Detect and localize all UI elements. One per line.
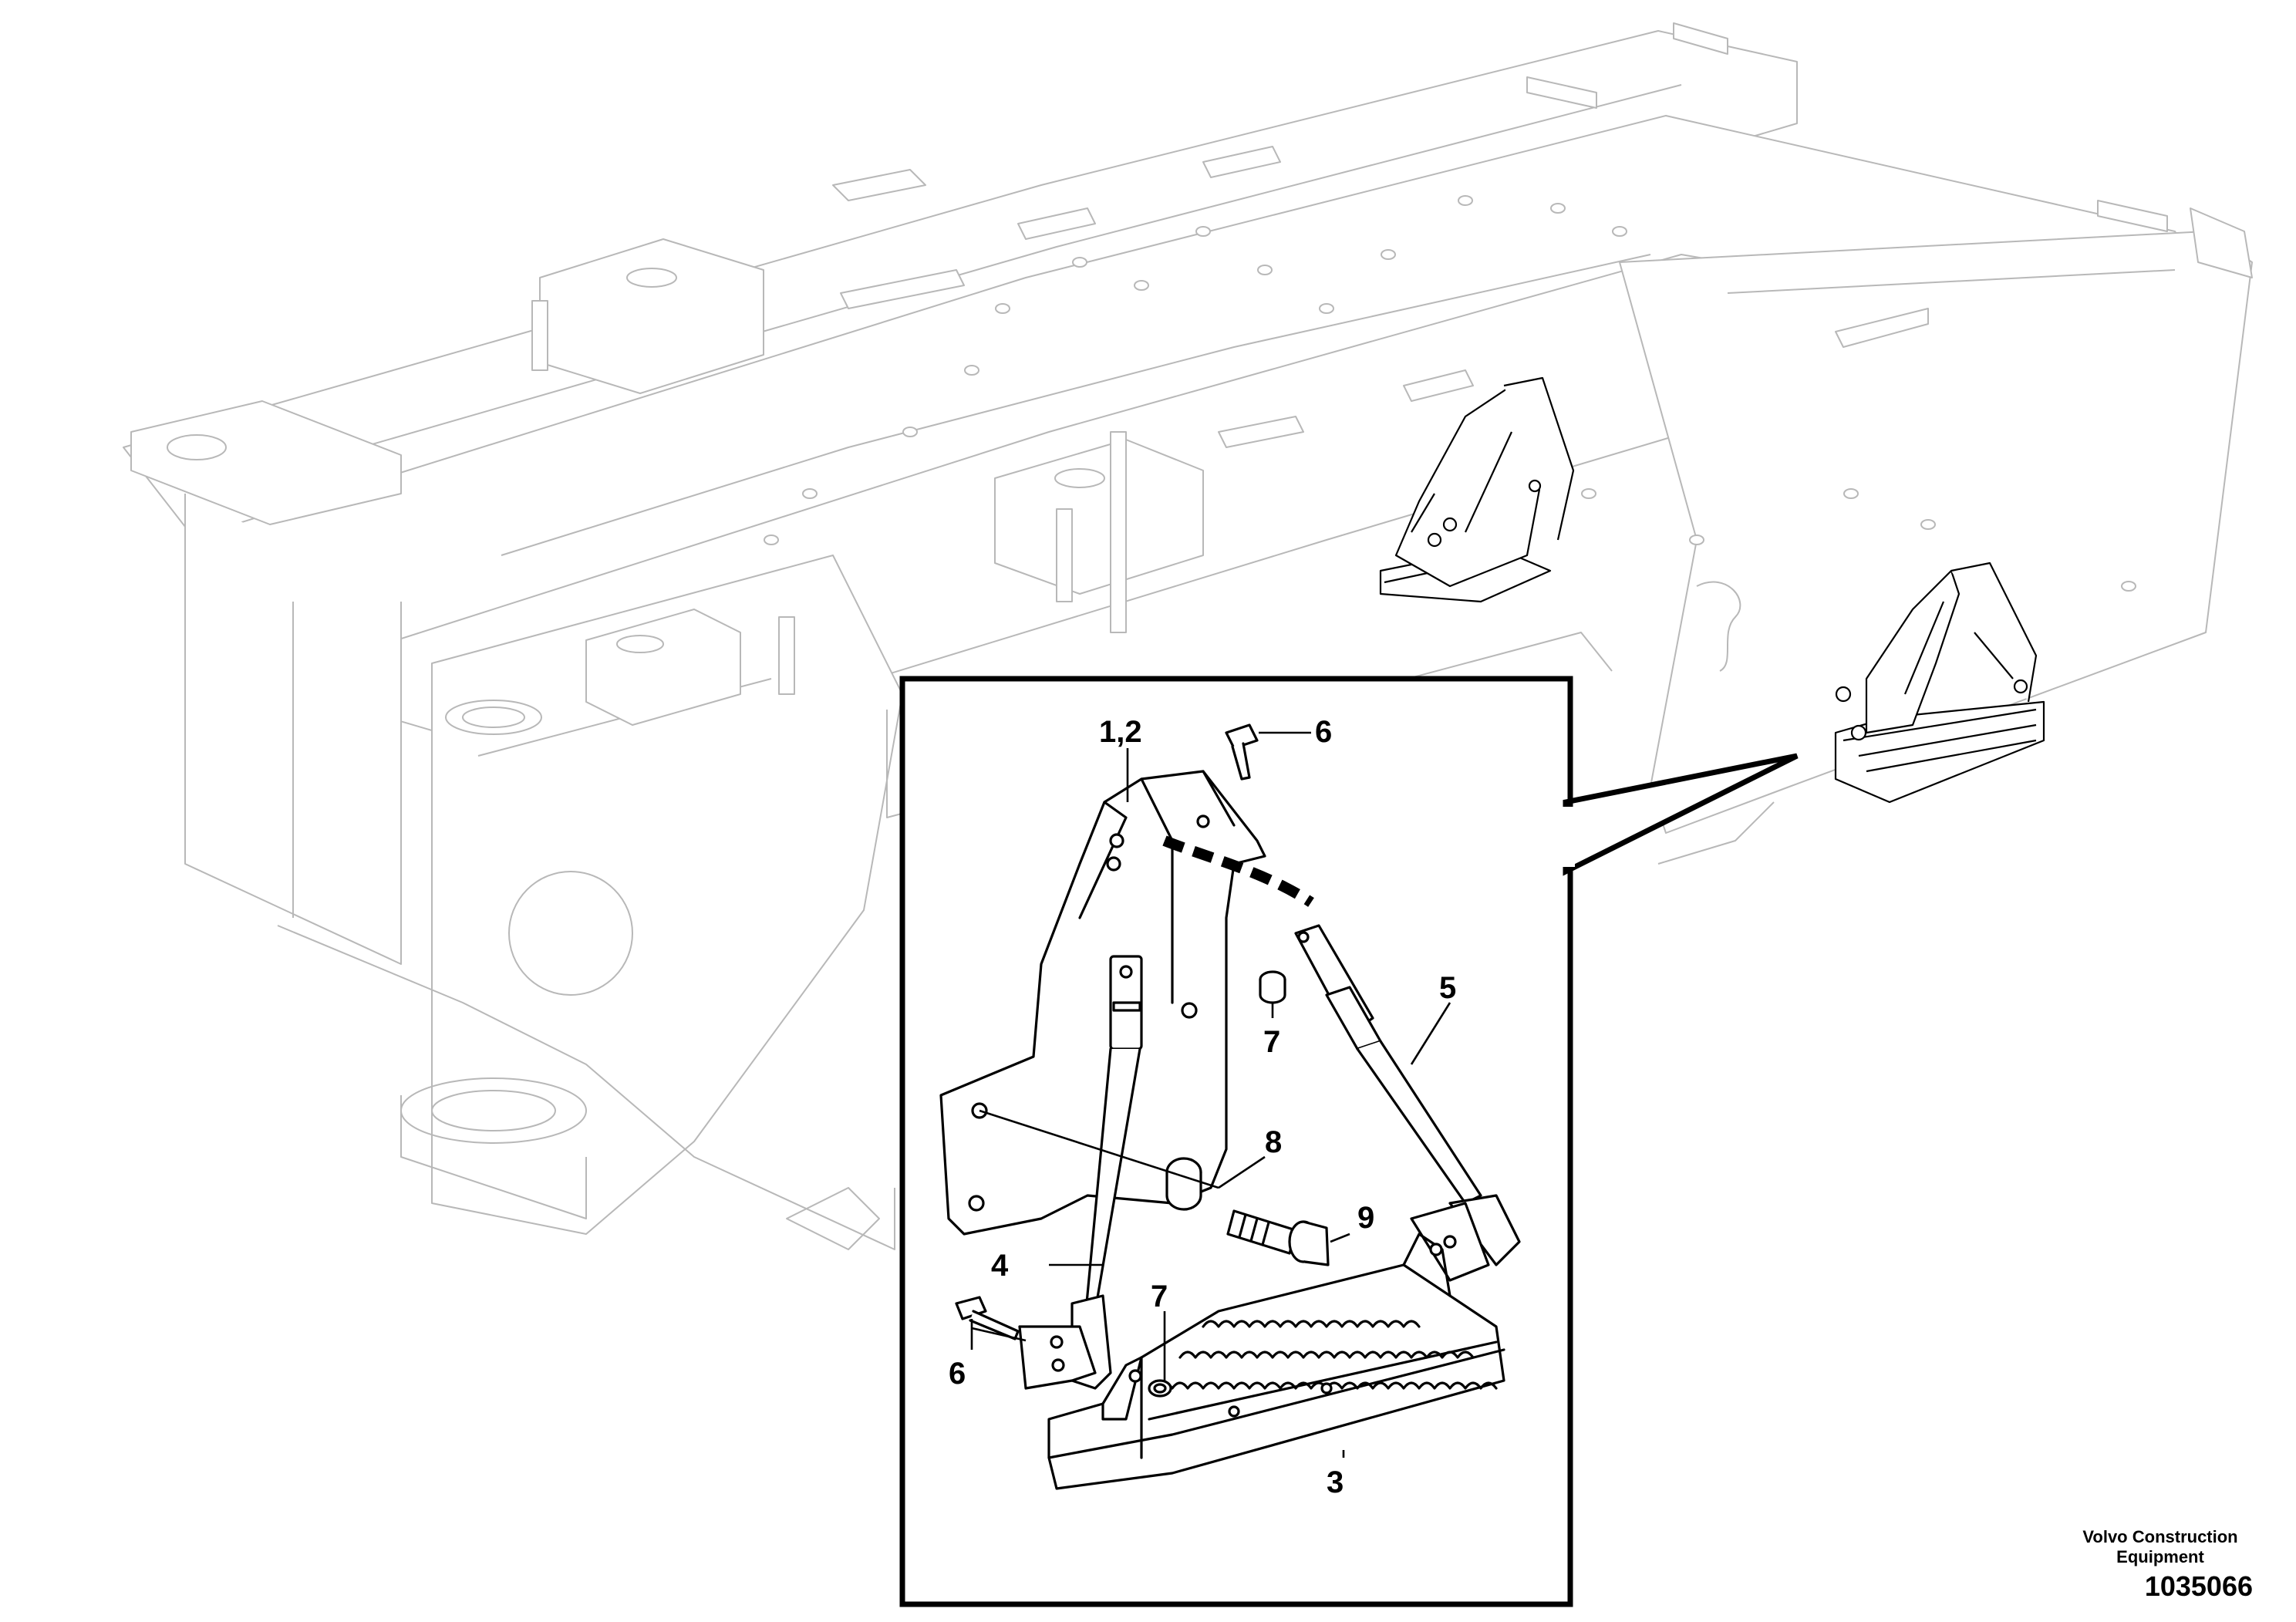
spacer-8	[1165, 1157, 1202, 1211]
callout-9: 9	[1357, 1201, 1374, 1235]
lower-mount-tab	[1018, 1325, 1097, 1390]
dashed-link	[1162, 835, 1314, 907]
callout-3: 3	[1327, 1465, 1344, 1499]
undercarriage-frame	[123, 22, 2253, 1250]
nut-7-upper	[1259, 970, 1286, 1004]
callout-6-upper: 6	[1315, 715, 1332, 749]
callout-6-lower: 6	[949, 1357, 966, 1391]
step-tread-3	[1047, 1233, 1505, 1490]
callout-1-2: 1,2	[1099, 715, 1142, 749]
callout-5: 5	[1439, 971, 1456, 1005]
nut-7-lower	[1148, 1379, 1172, 1398]
folded-step-small-upper	[1379, 376, 1575, 603]
brand-line-1: Volvo Construction	[2082, 1527, 2238, 1546]
bolt-6-upper	[1225, 723, 1259, 781]
brand-label: Volvo Construction Equipment	[2068, 1527, 2253, 1567]
callout-7-upper: 7	[1263, 1025, 1280, 1059]
bolt-6-lower	[955, 1296, 1020, 1340]
drawing-number: 1035066	[2144, 1570, 2253, 1602]
detail-frame	[899, 676, 1573, 1607]
leader-lines	[970, 731, 1451, 1458]
callout-8: 8	[1265, 1125, 1282, 1159]
gas-spring-5	[1294, 924, 1521, 1282]
deployed-step-small-right	[1834, 561, 2045, 804]
callout-7-lower: 7	[1151, 1280, 1168, 1313]
bolt-9	[1226, 1209, 1330, 1266]
brand-line-2: Equipment	[2116, 1547, 2204, 1566]
callout-4: 4	[991, 1249, 1009, 1283]
